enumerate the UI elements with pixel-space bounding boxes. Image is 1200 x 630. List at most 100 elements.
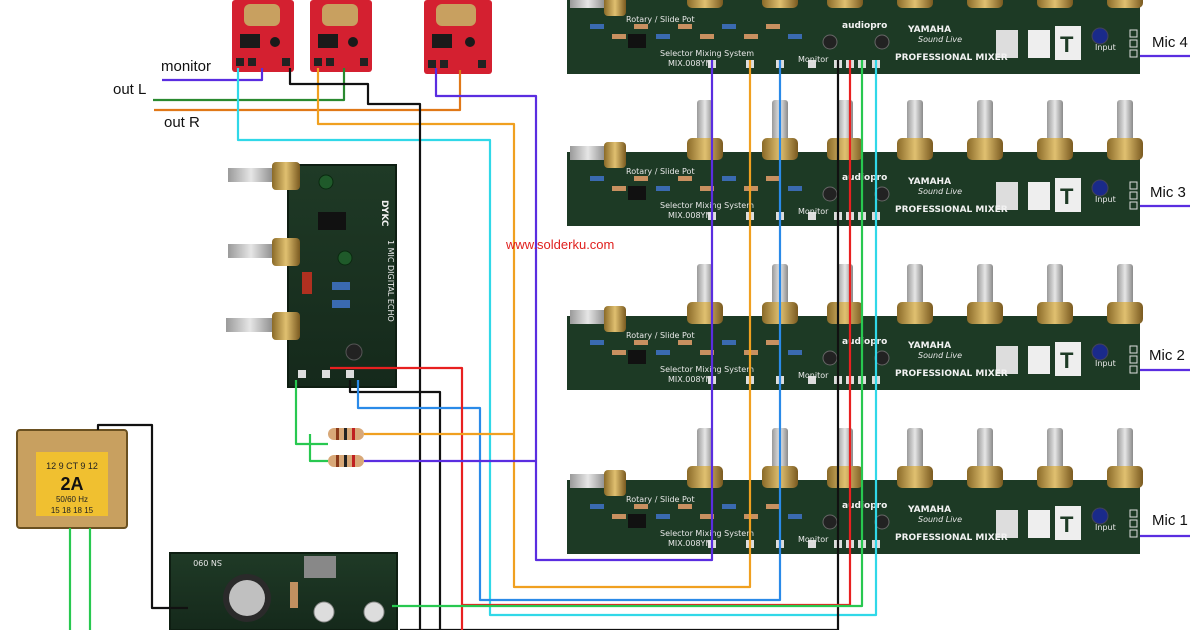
mixer-input: Input [1095, 43, 1116, 52]
echo-board: DYKC 1 MIC DIGITAL ECHO [226, 162, 397, 388]
mixer-maker: audiopro [842, 501, 887, 511]
mixer-series: Sound Live [918, 35, 962, 44]
mixer-knob [967, 428, 1003, 488]
mixer-knob [967, 100, 1003, 160]
label-out-r: out R [164, 114, 200, 131]
echo-board-brand: DYKC [379, 200, 389, 227]
mixer-selector: Selector Mixing System [660, 365, 754, 374]
mixer-knob [687, 428, 723, 488]
mixer-monitor: Monitor [798, 207, 829, 216]
wire-green-echo [294, 380, 328, 446]
wire-blue [356, 60, 782, 602]
mixer-title: PROFESSIONAL MIXER [895, 533, 1008, 543]
wire-out-r [154, 70, 462, 112]
transformer-frequency: 50/60 Hz [56, 495, 88, 504]
mixer-knob [1107, 428, 1143, 488]
mixer-knob [967, 0, 1003, 8]
mixer-knob [1037, 100, 1073, 160]
mixer-input: Input [1095, 523, 1116, 532]
label-mic4: Mic 4 [1152, 34, 1188, 51]
amp-module-3 [424, 0, 492, 74]
resistor-2 [328, 455, 364, 467]
resistor-1 [328, 428, 364, 440]
mixer-model: MIX.008YM [668, 211, 712, 220]
echo-board-title: 1 MIC DIGITAL ECHO [386, 240, 395, 322]
mixer-logo-icon: T [1060, 512, 1074, 537]
mixer-knob [827, 264, 863, 324]
wire-orange-top [316, 60, 752, 589]
mixer-brand: YAMAHA [907, 341, 951, 351]
mixer-rotary: Rotary / Slide Pot [626, 331, 695, 340]
transformer-rating: 2A [60, 474, 83, 494]
mixer-model: MIX.008YM [668, 539, 712, 548]
label-mic1: Mic 1 [1152, 512, 1188, 529]
mixer-series: Sound Live [918, 187, 962, 196]
wire-black-top [288, 68, 422, 630]
mixer-selector: Selector Mixing System [660, 529, 754, 538]
mixer-logo-icon: T [1060, 348, 1074, 373]
mixer-knob [897, 428, 933, 488]
wire-cyan [236, 60, 878, 617]
transformer-taps-top: 12 9 CT 9 12 [46, 461, 98, 471]
mixer-knob [687, 100, 723, 160]
mixer-selector: Selector Mixing System [660, 201, 754, 210]
wire-monitor [162, 68, 264, 82]
transformer-taps-bottom: 15 18 18 15 [51, 506, 94, 515]
label-mic3: Mic 3 [1150, 184, 1186, 201]
transformer: 12 9 CT 9 12 2A 50/60 Hz 15 18 18 15 [16, 429, 128, 529]
mixer-knob [762, 0, 798, 8]
wire-black-mixers [400, 60, 840, 630]
wire-purple-main [434, 60, 714, 562]
mixer-knob [1107, 0, 1143, 8]
wire-xfmr-black [96, 423, 188, 610]
mixer-input: Input [1095, 359, 1116, 368]
mixer-knob [1037, 428, 1073, 488]
label-monitor: monitor [161, 58, 212, 75]
mixer-knob [1037, 264, 1073, 324]
mixer-knob [1107, 264, 1143, 324]
mixer-monitor: Monitor [798, 535, 829, 544]
psu-board-code: SN 090 [193, 558, 222, 567]
amp-module-2 [310, 0, 372, 72]
mixer-knob [827, 428, 863, 488]
watermark: www.solderku.com [506, 237, 615, 252]
mixer-rotary: Rotary / Slide Pot [626, 15, 695, 24]
mixer-knob [570, 142, 626, 168]
mixer-rotary: Rotary / Slide Pot [626, 167, 695, 176]
mixer-series: Sound Live [918, 351, 962, 360]
mixer-maker: audiopro [842, 21, 887, 31]
mixer-knob [570, 470, 626, 496]
mixer-brand: YAMAHA [907, 505, 951, 515]
mixer-brand: YAMAHA [907, 25, 951, 35]
mixer-logo-icon: T [1060, 184, 1074, 209]
mixer-knob [687, 264, 723, 324]
mixer-title: PROFESSIONAL MIXER [895, 205, 1008, 215]
mixer-input: Input [1095, 195, 1116, 204]
mixer-knob [897, 264, 933, 324]
mixer-knob [570, 306, 626, 332]
mixer-knob [897, 100, 933, 160]
wire-green-echo-2 [308, 434, 328, 463]
mixer-maker: audiopro [842, 173, 887, 183]
psu-board: SN 090 [169, 552, 398, 630]
mixer-rotary: Rotary / Slide Pot [626, 495, 695, 504]
mixer-brand: YAMAHA [907, 177, 951, 187]
mixer-title: PROFESSIONAL MIXER [895, 369, 1008, 379]
wire-black-echo [348, 380, 442, 630]
mixer-model: MIX.008YM [668, 59, 712, 68]
mixer-knob [967, 264, 1003, 324]
mixer-knob [687, 0, 723, 8]
mixer-monitor: Monitor [798, 55, 829, 64]
mixer-selector: Selector Mixing System [660, 49, 754, 58]
mixer-knob [570, 0, 626, 16]
amp-module-1 [232, 0, 294, 72]
mixer-logo-icon: T [1060, 32, 1074, 57]
wire-psu-green [392, 60, 864, 608]
mixer-knob [827, 100, 863, 160]
mixer-knob [1037, 0, 1073, 8]
